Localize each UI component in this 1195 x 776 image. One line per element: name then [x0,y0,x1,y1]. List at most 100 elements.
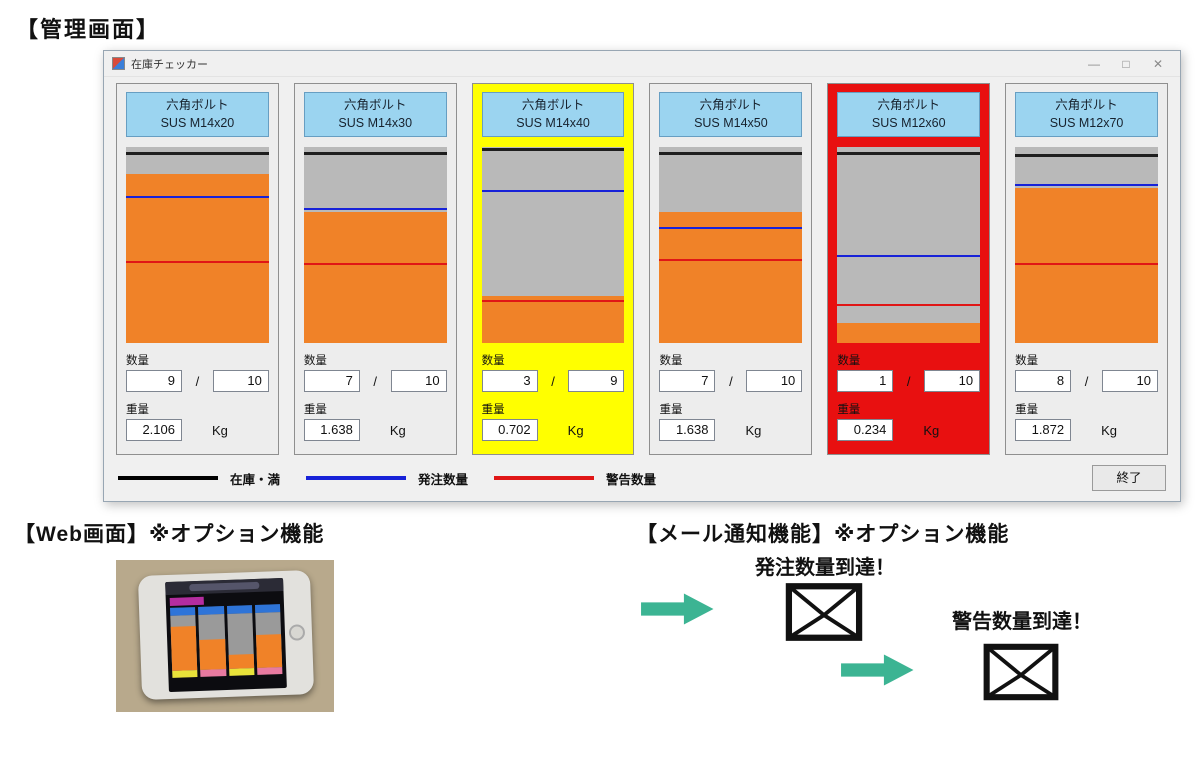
stock-gauge [1015,147,1158,343]
product-label: 六角ボルト SUS M14x30 [303,92,447,137]
quantity-value[interactable]: 7 [303,370,360,392]
quantity-max-value[interactable]: 10 [1101,370,1158,392]
weight-value[interactable]: 0.234 [837,419,894,441]
gauge-fill [303,211,447,343]
product-label: 六角ボルト SUS M14x50 [659,92,803,137]
quantity-value[interactable]: 1 [837,370,894,392]
web-screen-heading: 【Web画面】※オプション機能 [14,523,325,546]
envelope-icon [785,583,863,641]
gauge-warning-line [481,299,625,302]
maximize-button[interactable]: □ [1122,56,1130,71]
weight-value[interactable]: 1.638 [659,419,716,441]
weight-label: 重量 [126,404,149,416]
phone-address-bar [165,577,284,596]
quantity-label: 数量 [303,355,327,367]
weight-value[interactable]: 1.872 [1015,419,1072,441]
stock-panel: 六角ボルト SUS M14x40 数量 3 / 9 重量 0.702 [471,83,635,455]
phone-home-button [288,624,306,641]
quantity-label: 数量 [1015,355,1039,367]
quantity-value[interactable]: 9 [126,370,182,392]
minimize-button[interactable]: — [1088,56,1100,71]
quantity-max-value[interactable]: 10 [746,370,803,392]
window-title: 在庫チェッカー [131,58,208,71]
stock-gauge [659,147,803,343]
product-size: SUS M14x20 [160,115,235,130]
order-reached-text: 発注数量到達！ [755,557,895,579]
stock-gauge [303,147,447,343]
gauge-order-line [1015,184,1158,187]
product-label: 六角ボルト SUS M14x40 [481,92,625,137]
weight-row: 1.872 Kg [1015,419,1158,441]
quantity-row: 3 / 9 [481,370,625,392]
product-label: 六角ボルト SUS M12x60 [837,92,981,137]
weight-value[interactable]: 2.106 [126,419,182,441]
gauge-fill [659,211,803,343]
gauge-full-line [837,151,981,155]
gauge-order-line [659,227,803,230]
quantity-value[interactable]: 7 [659,370,716,392]
phone-photo [116,560,334,712]
gauge-full-line [126,151,269,155]
quantity-label: 数量 [837,355,861,367]
phone-menu-chip [169,596,204,606]
weight-value[interactable]: 0.702 [481,419,538,441]
gauge-order-line [837,254,981,257]
stock-panels-row: 六角ボルト SUS M14x20 数量 9 / 10 重量 2.106 [116,83,1168,455]
legend-blue-line [306,476,407,480]
gauge-warning-line [1015,262,1158,265]
gauge-full-line [659,151,803,155]
weight-label: 重量 [659,404,683,416]
product-name: 六角ボルト [166,98,229,112]
product-name: 六角ボルト [521,98,585,112]
legend-black-line [118,476,218,480]
admin-screen-heading: 【管理画面】 [16,17,161,42]
weight-label: 重量 [303,404,327,416]
weight-row: 1.638 Kg [659,419,802,441]
exit-button[interactable]: 終了 [1092,465,1166,491]
kg-label: Kg [923,422,940,438]
gauge-warning-line [659,258,803,261]
legend-item-order-qty: 発注数量 [306,469,468,488]
close-button[interactable]: ✕ [1152,56,1164,71]
weight-value[interactable]: 1.638 [303,419,360,441]
legend-label: 警告数量 [606,472,657,487]
quantity-row: 1 / 10 [837,370,981,392]
kg-label: Kg [567,422,584,438]
legend-item-warning-qty: 警告数量 [494,469,656,488]
mail-feature-heading: 【メール通知機能】※オプション機能 [636,523,1010,546]
gauge-fill [481,295,625,343]
product-size: SUS M14x40 [516,115,590,130]
quantity-value[interactable]: 8 [1015,370,1072,392]
quantity-max-value[interactable]: 10 [390,370,447,392]
legend-item-stock-full: 在庫・満 [118,469,280,488]
product-name: 六角ボルト [343,98,407,112]
legend-row: 在庫・満 発注数量 警告数量 終了 [118,463,1166,493]
arrow-right-icon [641,593,714,625]
stock-gauge [126,147,269,343]
stock-panel: 六角ボルト SUS M12x60 数量 1 / 10 重量 0.234 [827,83,991,455]
gauge-order-line [126,195,269,198]
gauge-order-line [303,207,447,210]
kg-label: Kg [745,422,762,438]
slash-label: / [195,373,200,389]
phone-body [137,570,315,700]
quantity-max-value[interactable]: 9 [568,370,625,392]
slash-label: / [1084,373,1089,389]
quantity-max-value[interactable]: 10 [924,370,981,392]
quantity-value[interactable]: 3 [481,370,538,392]
product-size: SUS M12x70 [1049,115,1124,130]
product-size: SUS M14x50 [694,115,768,130]
legend-label: 発注数量 [418,472,469,487]
gauge-warning-line [303,262,447,265]
product-name: 六角ボルト [877,98,940,112]
quantity-max-value[interactable]: 10 [212,370,269,392]
quantity-label: 数量 [481,355,505,367]
product-label: 六角ボルト SUS M12x70 [1015,92,1158,137]
product-size: SUS M12x60 [871,115,946,130]
weight-row: 1.638 Kg [303,419,447,441]
product-name: 六角ボルト [699,98,763,112]
stock-panel: 六角ボルト SUS M14x30 数量 7 / 10 重量 1.638 [293,83,457,455]
slash-label: / [906,373,911,389]
legend-red-line [494,476,595,480]
